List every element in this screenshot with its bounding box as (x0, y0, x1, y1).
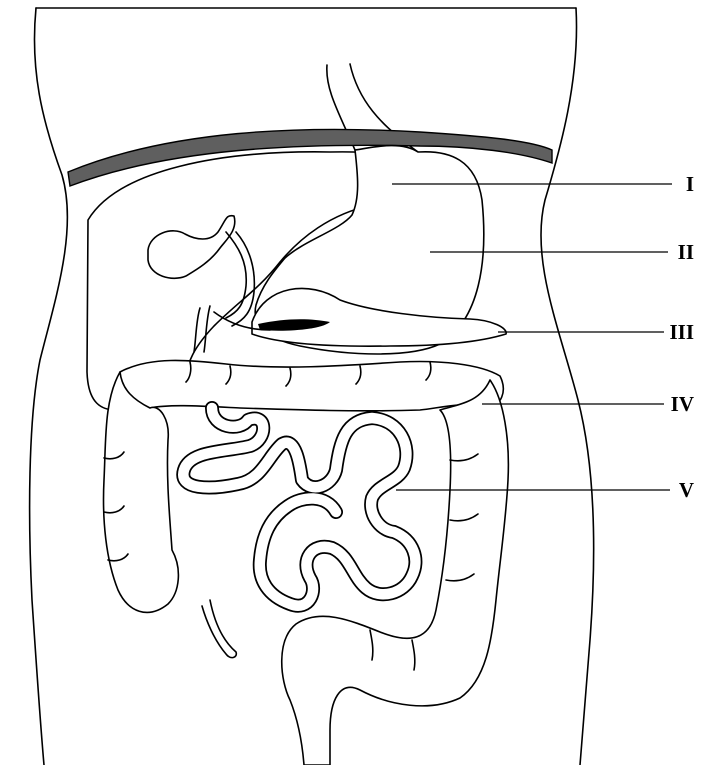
label-ii: II (678, 242, 694, 263)
transverse-colon (120, 360, 503, 410)
label-i: I (686, 174, 694, 195)
label-v: V (679, 480, 694, 501)
small-intestine (183, 408, 415, 606)
appendix (202, 600, 236, 658)
ascending-colon (104, 372, 179, 612)
label-iv: IV (671, 394, 694, 415)
label-iii: III (669, 322, 694, 343)
